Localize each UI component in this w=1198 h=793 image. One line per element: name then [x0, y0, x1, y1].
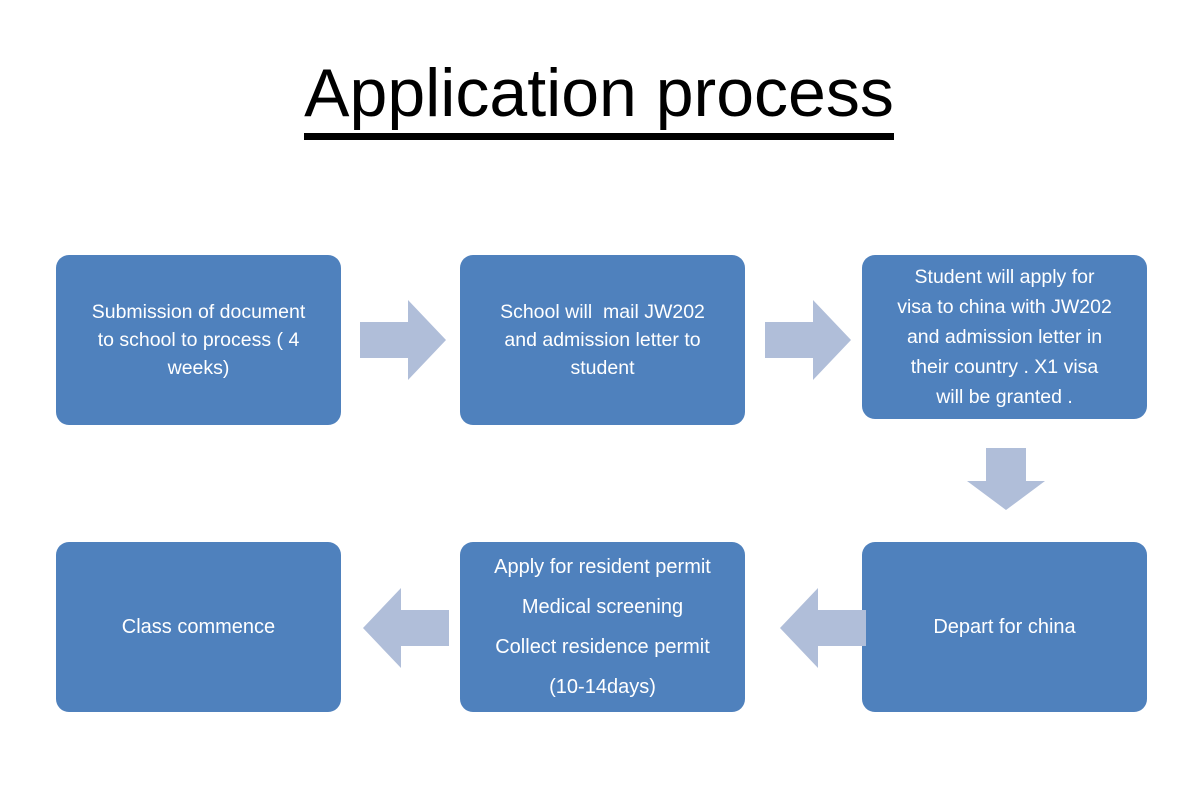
- line-2: and admission letter to: [504, 329, 701, 351]
- arrow-right-icon-school-mail-to-visa: [765, 300, 851, 380]
- line-3: and admission letter in: [906, 326, 1103, 348]
- line-1: Student will apply for: [914, 266, 1095, 288]
- process-box-permit[interactable]: Apply for resident permit Medical screen…: [460, 542, 745, 712]
- line-3: Collect residence permit: [495, 636, 710, 658]
- line-1: School will mail JW202: [500, 301, 705, 323]
- process-box-permit-label: Apply for resident permit Medical screen…: [470, 547, 735, 707]
- line-3: weeks): [167, 357, 230, 379]
- process-box-school-mail[interactable]: School will mail JW202 and admission let…: [460, 255, 745, 425]
- process-box-class-label: Class commence: [121, 616, 276, 638]
- arrow-left-icon-permit-to-class: [363, 588, 449, 668]
- line-2: visa to china with JW202: [897, 296, 1112, 318]
- process-box-depart[interactable]: Depart for china: [862, 542, 1147, 712]
- arrow-right-icon-submission-to-school-mail: [360, 300, 446, 380]
- page-title-text: Application process: [304, 55, 894, 140]
- arrow-left-icon-depart-to-permit: [780, 588, 866, 668]
- arrow-down-icon-visa-to-depart: [967, 448, 1045, 510]
- process-box-class[interactable]: Class commence: [56, 542, 341, 712]
- process-box-depart-label: Depart for china: [933, 616, 1076, 638]
- process-box-school-mail-label: School will mail JW202 and admission let…: [470, 298, 735, 382]
- line-2: Medical screening: [521, 596, 684, 618]
- line-2: to school to process ( 4: [97, 329, 300, 351]
- page-title: Application process: [0, 52, 1198, 140]
- line-1: Submission of document: [91, 301, 306, 323]
- line-5: will be granted .: [936, 386, 1073, 408]
- process-box-visa-label: Student will apply for visa to china wit…: [872, 262, 1137, 412]
- process-box-visa[interactable]: Student will apply for visa to china wit…: [862, 255, 1147, 419]
- process-box-submission-label: Submission of document to school to proc…: [66, 298, 331, 382]
- line-3: student: [570, 357, 635, 379]
- line-4: (10-14days): [549, 676, 656, 698]
- process-box-submission[interactable]: Submission of document to school to proc…: [56, 255, 341, 425]
- line-1: Apply for resident permit: [494, 556, 711, 578]
- line-4: their country . X1 visa: [910, 356, 1099, 378]
